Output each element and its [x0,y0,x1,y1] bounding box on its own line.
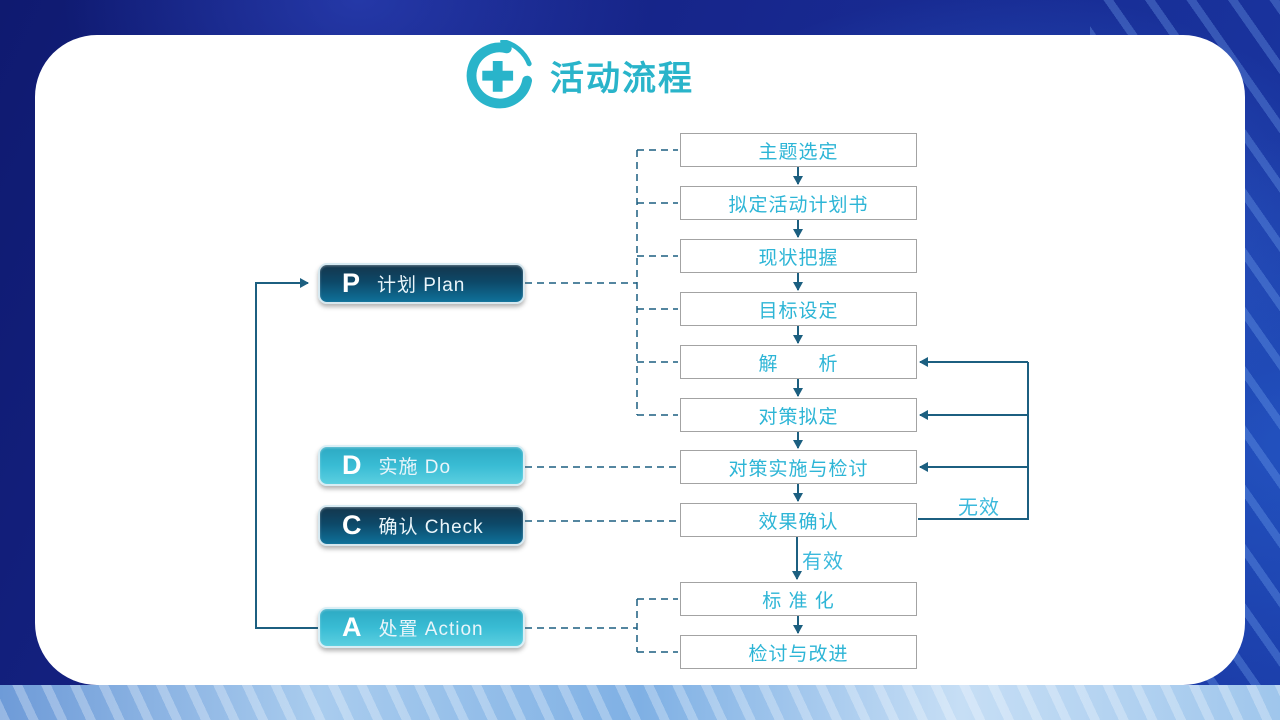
flow-step-implementation-review: 对策实施与检讨 [680,450,917,484]
pdca-letter: A [342,612,362,642]
flow-step-standardization: 标 准 化 [680,582,917,616]
pdca-label: 计划 Plan [377,275,466,296]
pdca-label: 实施 Do [378,457,452,478]
flow-step-draft-activity-plan: 拟定活动计划书 [680,186,917,220]
pdca-button-do: D 实施 Do [318,445,525,486]
flow-step-analysis: 解 析 [680,345,917,379]
pdca-button-plan: P 计划 Plan [318,263,525,304]
pdca-label: 处置 Action [378,619,484,640]
pdca-button-action: A 处置 Action [318,607,525,648]
label-effective: 有效 [802,551,844,573]
flow-step-current-state: 现状把握 [680,239,917,273]
content-card [35,35,1245,685]
label-ineffective: 无效 [958,497,1000,519]
flow-step-review-improvement: 检讨与改进 [680,635,917,669]
flow-step-effect-confirmation: 效果确认 [680,503,917,537]
pdca-button-check: C 确认 Check [318,505,525,546]
pdca-label: 确认 Check [378,517,484,538]
slide-header: 活动流程 [462,40,694,110]
page-title: 活动流程 [550,59,694,98]
pdca-letter: C [342,510,362,540]
medical-cross-crescent-icon [466,40,532,109]
bottom-photo-strip [0,685,1280,720]
flow-step-topic-selection: 主题选定 [680,133,917,167]
flow-step-goal-setting: 目标设定 [680,292,917,326]
flow-step-countermeasure-drafting: 对策拟定 [680,398,917,432]
pdca-letter: D [342,450,362,480]
pdca-letter: P [342,268,361,298]
